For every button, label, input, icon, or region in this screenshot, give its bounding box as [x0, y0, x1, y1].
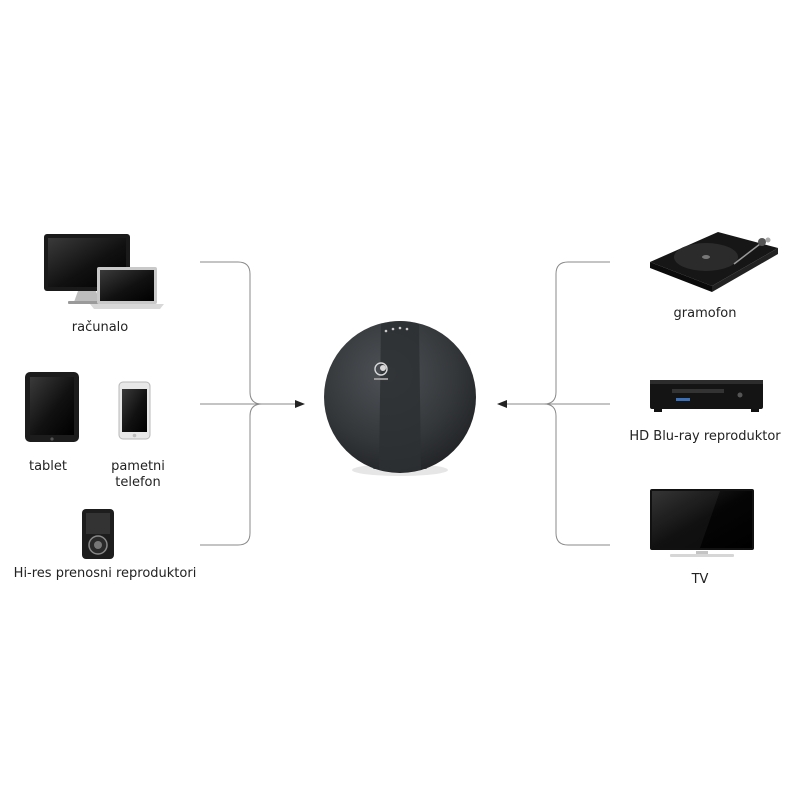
- tv-icon: [650, 489, 754, 557]
- label-tablet: tablet: [28, 459, 68, 474]
- label-smartphone-line1: pametni: [111, 459, 165, 474]
- label-smartphone-line2: telefon: [115, 475, 161, 490]
- speaker-status-leds: [384, 326, 409, 333]
- sphere-speaker: [324, 321, 476, 476]
- left-connector-bracket: [200, 261, 298, 546]
- right-arrow-head: [497, 400, 507, 408]
- computer-icon: [44, 234, 164, 309]
- hires-player-icon: [82, 509, 114, 559]
- tablet-icon: [25, 372, 79, 442]
- right-connector-bracket: [505, 261, 610, 546]
- bluray-player-icon: [650, 380, 763, 412]
- label-tv: TV: [691, 572, 709, 587]
- left-arrow-head: [295, 400, 305, 408]
- smartphone-icon: [118, 381, 151, 440]
- label-computer: računalo: [71, 320, 129, 335]
- speaker-logo-icon: [374, 362, 388, 380]
- label-smartphone: pametni telefon: [98, 459, 178, 491]
- label-hires-player: Hi-res prenosni reproduktori: [13, 566, 197, 581]
- label-bluray-player: HD Blu-ray reproduktor: [629, 429, 781, 444]
- label-turntable: gramofon: [673, 306, 737, 321]
- turntable-icon: [650, 232, 778, 292]
